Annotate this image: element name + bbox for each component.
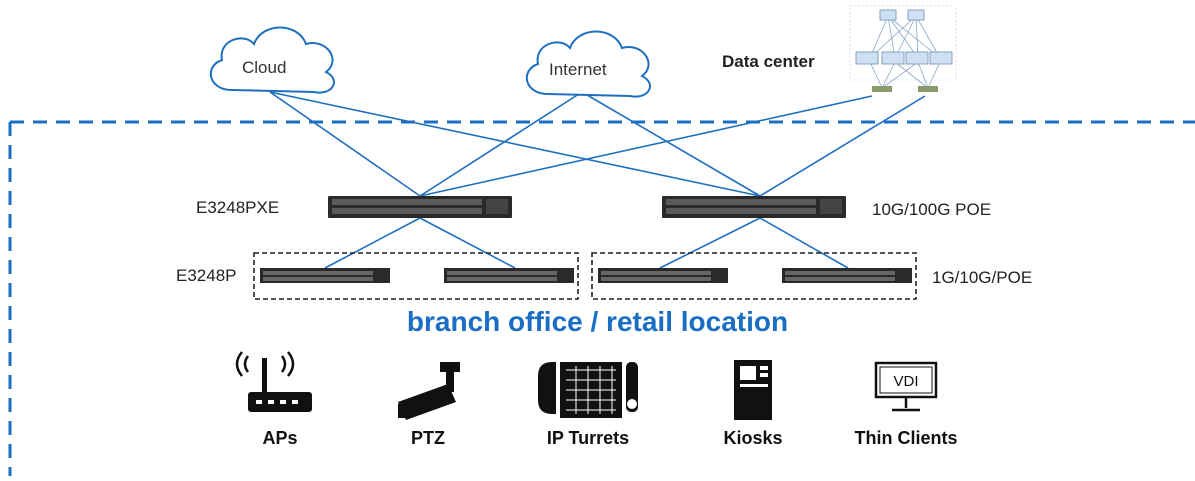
data-center-label: Data center — [722, 52, 815, 71]
link-spine-right-leaf-4 — [759, 217, 849, 269]
internet-label: Internet — [549, 60, 607, 79]
kiosk-icon — [734, 360, 772, 420]
link-dc-spine-left — [419, 95, 873, 197]
spine-switch-right-icon — [662, 196, 846, 218]
zone-title: branch office / retail location — [406, 306, 789, 337]
data-center-icon — [849, 5, 957, 92]
vdi-screen-text: VDI — [893, 373, 918, 390]
link-spine-right-leaf-3 — [659, 217, 761, 269]
spine-left-model-label: E3248PXE — [196, 198, 280, 217]
ip-turret-icon — [538, 362, 638, 418]
link-spine-left-leaf-1 — [324, 217, 421, 269]
link-internet-spine-left — [419, 91, 583, 197]
link-dc-spine-right — [759, 95, 926, 197]
thin-client-icon: VDI — [874, 361, 938, 412]
device-label-ptz: PTZ — [411, 428, 445, 448]
link-cloud-spine-left — [269, 91, 421, 197]
internet-cloud-icon — [525, 30, 651, 98]
spine-switch-left-icon — [328, 196, 512, 218]
spine-right-desc-label: 10G/100G POE — [872, 200, 992, 219]
device-label-aps: APs — [262, 428, 298, 448]
leaf-right-desc-label: 1G/10G/POE — [932, 268, 1033, 287]
leaf-group-right — [591, 252, 917, 300]
leaf-left-model-label: E3248P — [176, 266, 237, 285]
device-label-thin-clients: Thin Clients — [854, 428, 958, 448]
link-internet-spine-right — [581, 91, 761, 197]
link-cloud-spine-right — [269, 91, 761, 197]
leaf-group-left — [253, 252, 579, 300]
device-label-kiosks: Kiosks — [723, 428, 783, 448]
cloud-icon — [209, 26, 335, 94]
access-point-icon — [235, 351, 312, 412]
network-links — [269, 91, 926, 269]
cloud-label: Cloud — [242, 58, 287, 77]
link-spine-left-leaf-2 — [419, 217, 516, 269]
ptz-camera-icon — [398, 362, 460, 420]
branch-zone-border — [8, 120, 1195, 476]
device-label-ip-turrets: IP Turrets — [546, 428, 630, 448]
